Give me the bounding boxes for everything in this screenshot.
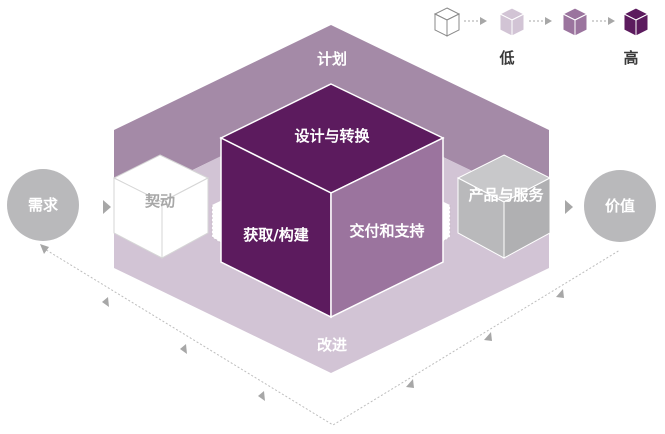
legend: 低 高 xyxy=(433,7,650,67)
loop-arrow-icon xyxy=(180,344,187,354)
frame-plan-label: 计划 xyxy=(317,50,347,68)
legend-cube-medium-icon xyxy=(561,7,589,37)
cube-center-side-label: 交付和支持 xyxy=(349,222,424,240)
input-demand: 需求 xyxy=(7,169,111,241)
loop-arrow-icon xyxy=(556,289,564,298)
output-arrow-icon xyxy=(565,200,573,214)
legend-arrow-icon xyxy=(545,17,552,25)
output-value-circle xyxy=(584,170,656,242)
input-arrow-icon xyxy=(103,200,111,214)
cube-products-services-label: 产品与服务 xyxy=(468,186,544,204)
legend-cube-light-icon xyxy=(498,7,526,37)
loop-arrow-icon xyxy=(258,391,265,401)
legend-cube-dark-icon xyxy=(622,7,650,37)
cube-products-services: 产品与服务 xyxy=(456,154,552,259)
legend-low-label: 低 xyxy=(498,49,514,67)
cube-center: 设计与转换 获取/构建 交付和支持 xyxy=(219,83,445,319)
loop-arrow-icon xyxy=(40,244,49,254)
output-value-label: 价值 xyxy=(605,197,635,215)
loop-arrow-icon xyxy=(484,332,492,341)
feedback-loop xyxy=(40,244,621,426)
cube-center-front-label: 获取/构建 xyxy=(243,226,309,244)
frame-improve-label: 改进 xyxy=(317,336,347,354)
cube-center-top-label: 设计与转换 xyxy=(294,127,370,145)
cube-engage: 契动 xyxy=(112,154,210,259)
input-demand-label: 需求 xyxy=(28,196,59,214)
output-value: 价值 xyxy=(565,170,656,242)
cube-center-side-face xyxy=(330,136,444,319)
input-demand-circle xyxy=(7,169,79,241)
legend-arrow-icon xyxy=(480,17,487,25)
loop-arrow-icon xyxy=(102,297,109,307)
legend-cube-white-icon xyxy=(433,7,461,37)
loop-arrow-icon xyxy=(406,379,414,388)
cube-engage-label: 契动 xyxy=(144,192,175,210)
frame-plan-band xyxy=(114,25,549,208)
legend-arrow-icon xyxy=(608,17,615,25)
legend-high-label: 高 xyxy=(623,49,638,67)
